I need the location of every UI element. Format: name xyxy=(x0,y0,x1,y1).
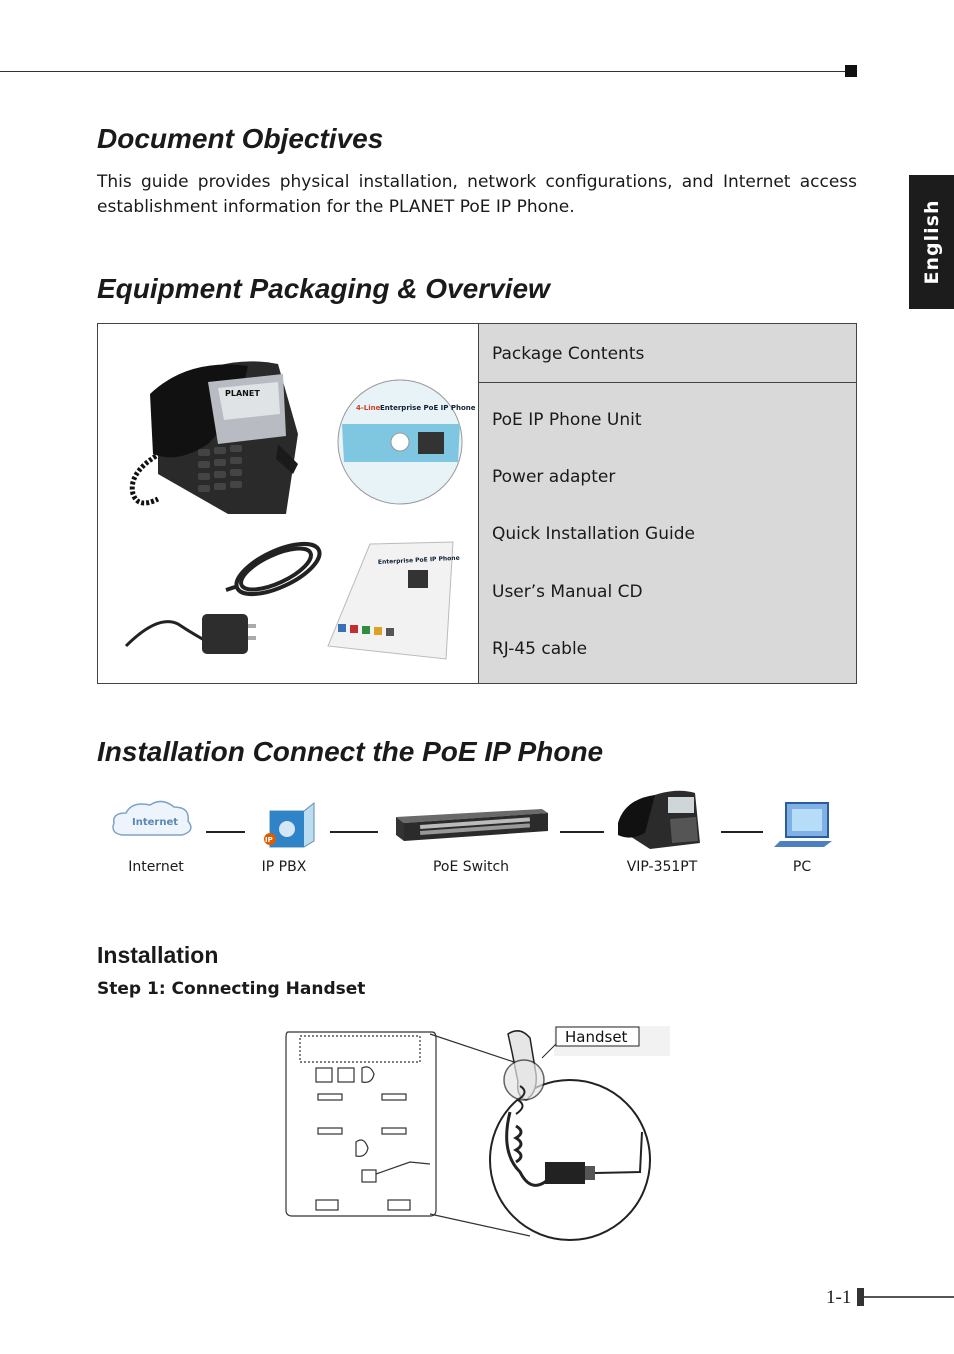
package-photo: PLANET 4-Line Enterprise PoE IP Phone xyxy=(98,324,479,683)
language-tab-label: English xyxy=(920,199,943,285)
header-marker xyxy=(845,65,857,77)
connector-line xyxy=(560,831,604,833)
handset-connection-illustration: Handset xyxy=(285,1026,670,1241)
device-label-pc: PC xyxy=(792,859,812,875)
connection-diagram: Internet IP xyxy=(112,790,832,849)
objectives-text: This guide provides physical installatio… xyxy=(97,172,857,217)
package-item: Quick Installation Guide xyxy=(492,524,695,544)
package-contents-panel: Package Contents PoE IP Phone Unit Power… xyxy=(479,324,856,683)
installation-title: Installation xyxy=(97,942,219,968)
language-tab: English xyxy=(909,175,954,309)
cd-line1-text: 4-Line xyxy=(356,404,381,412)
ip-phone-icon xyxy=(618,790,700,849)
package-contents-header-label: Package Contents xyxy=(492,344,645,364)
poe-switch-icon xyxy=(396,809,548,841)
device-label-phone-model: VIP-351PT xyxy=(626,859,698,875)
callout-pointer xyxy=(541,1043,557,1059)
connect-title: Installation Connect the PoE IP Phone xyxy=(97,736,604,767)
quick-installation-guide-image: Enterprise PoE IP Phone xyxy=(327,541,460,660)
header-rule xyxy=(0,71,846,72)
step-1-heading: Step 1: Connecting Handset xyxy=(97,979,366,999)
connector-line xyxy=(206,831,245,833)
objectives-title: Document Objectives xyxy=(97,123,384,154)
connector-line xyxy=(721,831,763,833)
package-table: PLANET 4-Line Enterprise PoE IP Phone xyxy=(97,323,857,684)
device-label-poe-switch: PoE Switch xyxy=(432,859,510,875)
package-item: PoE IP Phone Unit xyxy=(492,410,642,430)
power-adapter-image xyxy=(124,614,256,654)
device-label-internet: Internet xyxy=(128,859,184,875)
phone-brand-text: PLANET xyxy=(225,389,260,398)
internet-cloud-icon: Internet xyxy=(112,800,192,836)
footer-marker xyxy=(857,1288,864,1306)
pc-icon xyxy=(774,802,832,847)
device-label-ip-pbx: IP PBX xyxy=(261,859,307,875)
handset-icon xyxy=(503,1030,545,1115)
handset-callout-label: Handset xyxy=(565,1028,628,1046)
handset-callout-box xyxy=(555,1026,640,1047)
zoom-detail-circle xyxy=(489,1079,651,1241)
internet-cloud-text: Internet xyxy=(132,817,178,828)
package-item: User’s Manual CD xyxy=(492,582,643,602)
desk-phone-image: PLANET xyxy=(129,361,298,514)
package-item: Power adapter xyxy=(492,467,616,487)
footer-rule xyxy=(864,1296,954,1298)
ip-badge-text: IP xyxy=(265,836,273,844)
user-manual-cd-image: 4-Line Enterprise PoE IP Phone xyxy=(337,379,476,505)
guide-title-text: Enterprise PoE IP Phone xyxy=(378,555,460,566)
cd-line2-text: Enterprise PoE IP Phone xyxy=(380,404,476,412)
page-number: 1-1 xyxy=(826,1287,852,1308)
connector-line xyxy=(330,831,378,833)
rj45-cable-image xyxy=(225,541,322,597)
phone-rear-panel xyxy=(285,1031,531,1237)
ip-pbx-icon: IP xyxy=(264,801,315,848)
package-contents-header: Package Contents xyxy=(479,324,856,383)
package-item: RJ-45 cable xyxy=(492,639,588,659)
packaging-title: Equipment Packaging & Overview xyxy=(97,273,550,304)
